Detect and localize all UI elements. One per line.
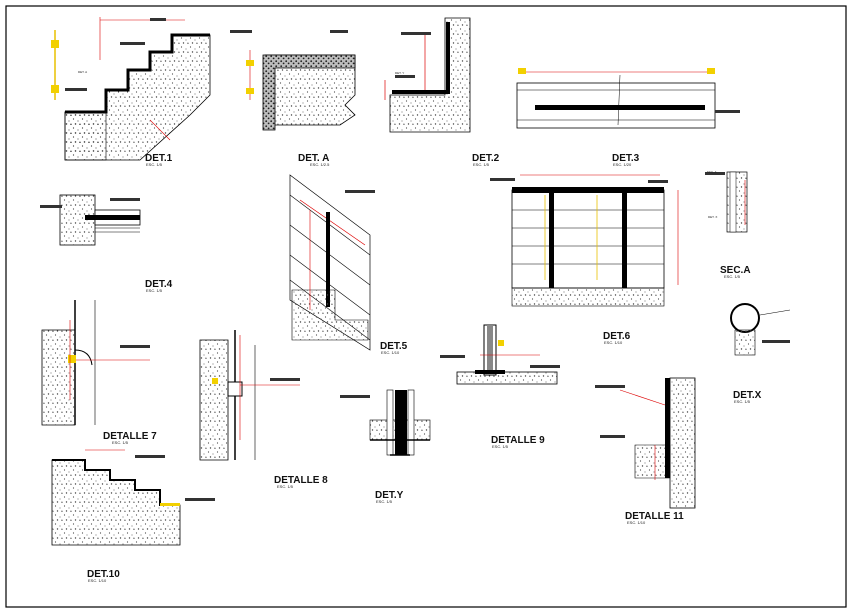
det-6-drawing [490,174,679,307]
detalle-8-title: DETALLE 8 [274,475,328,486]
det-5-scale: ESC. 1/10 [381,350,400,355]
detalle-8-drawing [199,330,300,461]
det-5-title: DET.5 [380,341,408,352]
det-4-drawing [40,194,141,246]
detalle-11-scale: ESC. 1/10 [627,520,646,525]
detalle-9-scale: ESC. 1/5 [492,444,509,449]
detalle-7-title: DETALLE 7 [103,431,157,442]
det-y-scale: ESC. 1/5 [376,499,393,504]
det-x-title: DET.X [733,390,762,401]
detalle-8-scale: ESC. 1/5 [277,484,294,489]
det-6-scale: ESC. 1/10 [604,340,623,345]
det-a-title: DET. A [298,153,329,164]
sec-a-scale: ESC. 1/5 [724,274,741,279]
detalle-9-drawing [440,324,560,385]
detalle-9-title: DETALLE 9 [491,435,545,446]
sec-a-ref: SEC. A [707,170,717,174]
sec-a-drawing [705,171,748,233]
sec-a-title: SEC.A [720,265,751,276]
det-a-scale: ESC. 1/2.5 [310,162,330,167]
detalle-7-scale: ESC. 1/5 [112,440,129,445]
det-x-drawing [730,303,791,356]
det-6-title: DET.6 [603,331,631,342]
det-5-drawing [289,174,375,351]
det-3-drawing [516,68,740,129]
det-y-ref: DET. Y [395,71,404,75]
det-2-scale: ESC. 1/5 [473,162,490,167]
det-1-title: DET.1 [145,153,173,164]
det-y-title: DET.Y [375,490,404,501]
det-x-ref: DET. X [708,215,717,219]
det-4-title: DET.4 [145,279,173,290]
detalle-7-drawing [41,300,150,426]
reference-callouts: DET. A DET. Y DET. X SEC. A [78,70,717,219]
det-4-scale: ESC. 1/5 [146,288,163,293]
det-10-drawing [51,449,215,546]
det-10-title: DET.10 [87,569,120,580]
det-3-title: DET.3 [612,153,640,164]
det-a-ref: DET. A [78,70,87,74]
det-10-scale: ESC. 1/10 [88,578,107,583]
det-y-drawing [340,389,431,456]
det-2-drawing [384,17,471,133]
detalle-11-drawing [595,377,696,509]
detalle-11-title: DETALLE 11 [625,511,684,522]
sheet-border [5,5,847,608]
detail-titles: DET.1 ESC. 1/5 DET. A ESC. 1/2.5 DET.2 E… [87,153,762,583]
det-1-drawing [51,17,211,161]
det-1-scale: ESC. 1/5 [146,162,163,167]
det-x-scale: ESC. 1/5 [734,399,751,404]
det-3-scale: ESC. 1/20 [613,162,632,167]
det-2-title: DET.2 [472,153,500,164]
det-a-drawing [230,30,356,131]
